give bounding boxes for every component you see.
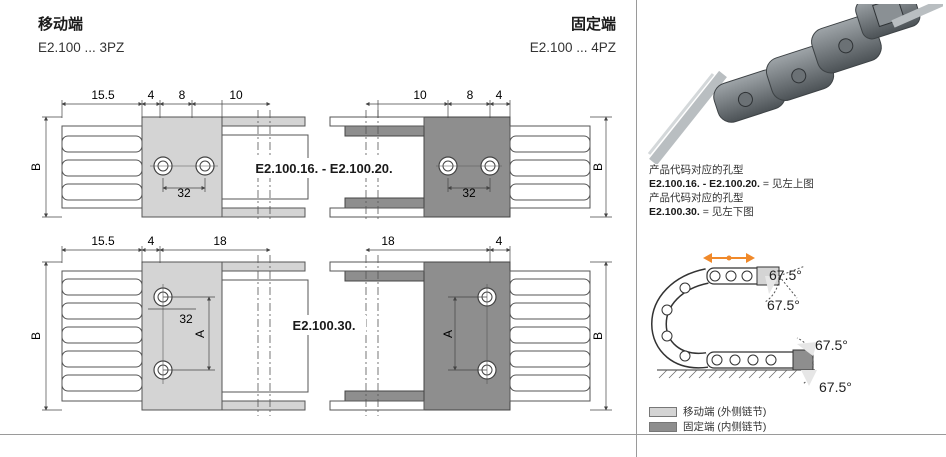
caption-ref-2: = 见左下图	[699, 206, 754, 218]
bottom-dim-15-5: 15.5	[91, 234, 115, 248]
fixed-end-part-number: E2.100 ... 4PZ	[529, 40, 616, 55]
bottom-dim-4-right: 4	[496, 234, 503, 248]
caption-code-2: E2.100.30.	[649, 206, 700, 218]
caption-code-line-2: E2.100.30. = 见左下图	[649, 205, 754, 219]
bend-angle-3: 67.5°	[815, 337, 848, 353]
bottom-dim-18-right: 18	[381, 234, 395, 248]
moving-end-part-number: E2.100 ... 3PZ	[38, 40, 125, 55]
bottom-right-tines	[509, 270, 591, 402]
top-dim-10-right: 10	[413, 88, 427, 102]
cable-chain-photo	[647, 4, 943, 164]
bend-angle-1: 67.5°	[769, 267, 802, 283]
mounting-drawings-panel: 移动端 固定端 E2.100 ... 3PZ E2.100 ... 4PZ	[29, 0, 637, 457]
legend-fixed-swatch	[649, 421, 677, 432]
bottom-right-height-label: B	[591, 332, 605, 340]
legend-fixed-end: 固定端 (内侧链节)	[649, 419, 766, 434]
bottom-hole-pitch: 32	[179, 312, 193, 326]
top-bracket-drawing: E2.100.16. - E2.100.20.	[29, 88, 612, 222]
bottom-left-bracket-body	[141, 261, 223, 411]
bend-angle-2: 67.5°	[767, 297, 800, 313]
top-dim-10-left: 10	[229, 88, 243, 102]
legend-moving-swatch	[649, 406, 677, 417]
bottom-drawing-product-label: E2.100.30.	[293, 318, 356, 333]
top-dim-4-right: 4	[496, 88, 503, 102]
top-right-hole-pitch: 32	[462, 186, 476, 200]
legend-fixed-label: 固定端 (内侧链节)	[683, 421, 767, 433]
fixed-end-title: 固定端	[570, 16, 616, 33]
legend-moving-label: 移动端 (外侧链节)	[683, 406, 767, 418]
bottom-left-tines	[61, 270, 143, 402]
caption-code-line-1: E2.100.16. - E2.100.20. = 见左上图	[649, 177, 814, 191]
bracket-drawings-svg: E2.100.16. - E2.100.20.	[29, 88, 612, 416]
bottom-right-spacing-label: A	[441, 330, 455, 338]
bottom-bracket-drawing: E2.100.30. 15.5 4 18 18 4	[29, 234, 612, 416]
top-left-hole-pitch: 32	[177, 186, 191, 200]
legend-moving-end: 移动端 (外侧链节)	[649, 404, 766, 419]
top-dim-4-left: 4	[148, 88, 155, 102]
top-right-height-label: B	[591, 163, 605, 171]
caption-hole-type-2: 产品代码对应的孔型	[649, 192, 744, 204]
top-drawing-product-label: E2.100.16. - E2.100.20.	[255, 161, 392, 176]
chain-bend-diagram: 67.5° 67.5° 67.5° 67.5°	[650, 253, 852, 392]
bottom-rule	[0, 434, 946, 435]
bottom-right-mounting-holes	[477, 284, 497, 384]
moving-end-title: 移动端	[38, 16, 84, 33]
top-left-tines	[61, 125, 143, 209]
top-left-mounting-holes	[150, 156, 218, 176]
top-right-tines	[509, 125, 591, 209]
bend-angle-4: 67.5°	[819, 379, 852, 392]
product-info-panel: 产品代码对应的孔型 E2.100.16. - E2.100.20. = 见左上图…	[637, 0, 946, 434]
bottom-right-bracket-body	[423, 261, 511, 411]
bottom-left-height-label: B	[29, 332, 43, 340]
caption-hole-type-1: 产品代码对应的孔型	[649, 164, 744, 176]
bottom-dim-4-left: 4	[148, 234, 155, 248]
top-dim-15-5: 15.5	[91, 88, 115, 102]
caption-code-1: E2.100.16. - E2.100.20.	[649, 178, 760, 190]
bottom-dim-18-left: 18	[213, 234, 227, 248]
move-direction-arrow	[703, 253, 755, 263]
bottom-left-spacing-label: A	[193, 330, 207, 338]
top-dim-8-right: 8	[467, 88, 474, 102]
top-right-mounting-holes	[436, 156, 502, 176]
top-left-height-label: B	[29, 163, 43, 171]
caption-ref-1: = 见左上图	[759, 178, 814, 190]
top-dim-8-left: 8	[179, 88, 186, 102]
